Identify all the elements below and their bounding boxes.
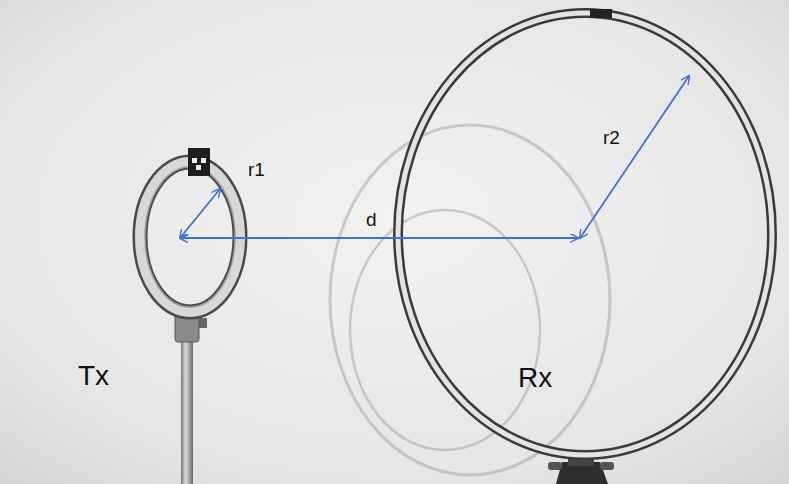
rx-marker: [590, 9, 612, 18]
distance-label: d: [366, 210, 377, 229]
tx-loop: [140, 162, 240, 312]
rx-loop: [398, 13, 772, 455]
dimension-arrows: [180, 76, 689, 238]
d-arrow: [180, 237, 578, 239]
radius-label: r1: [248, 160, 265, 179]
r1-arrow: [180, 189, 220, 238]
ghost-reflections: [330, 125, 610, 475]
radius-label: r2: [603, 128, 620, 147]
antenna-label: Tx: [78, 362, 109, 390]
antenna-label: Rx: [518, 364, 552, 392]
tx-tuning-box: [188, 148, 210, 176]
tx-stand: [175, 310, 207, 484]
r2-arrow: [580, 76, 689, 238]
